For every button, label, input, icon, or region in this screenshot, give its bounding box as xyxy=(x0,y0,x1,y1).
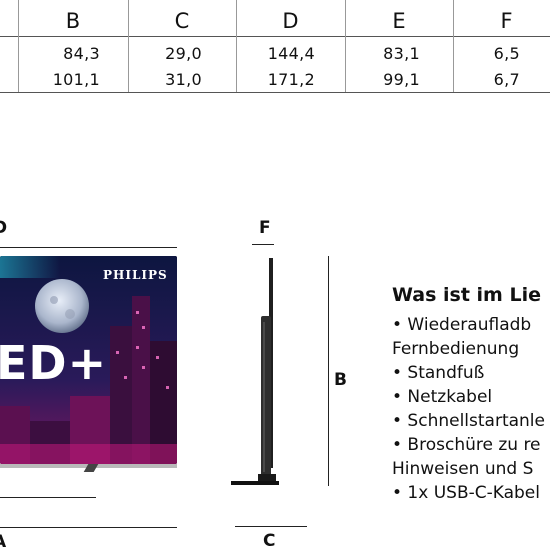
table-row: 101,1 31,0 171,2 99,1 6,7 xyxy=(0,64,550,95)
box-contents-item: • Wiederaufladb xyxy=(392,315,532,335)
box-contents-section: Was ist im Lie • Wiederaufladb Fernbedie… xyxy=(392,283,550,505)
front-dimension-label-a: A xyxy=(0,532,6,552)
table-divider xyxy=(0,92,550,93)
side-dimension-line-f xyxy=(252,244,274,245)
box-contents-item: • Netzkabel xyxy=(392,387,493,407)
table-cell: 99,1 xyxy=(383,70,420,89)
table-header-e: E xyxy=(392,9,406,33)
table-divider xyxy=(345,0,346,92)
side-dimension-line-c xyxy=(235,526,307,527)
table-row: 84,3 29,0 144,4 83,1 6,5 xyxy=(0,38,550,69)
table-divider xyxy=(453,0,454,92)
side-dimension-label-b: B xyxy=(334,370,347,390)
front-dimension-label-d: D xyxy=(0,218,8,238)
box-contents-item: • Standfuß xyxy=(392,363,485,383)
table-cell: 29,0 xyxy=(165,44,202,63)
table-header-b: B xyxy=(65,9,81,33)
screen-headline-text: ED+ xyxy=(0,336,108,390)
box-contents-item: • Broschüre zu re xyxy=(392,435,541,455)
side-dimension-label-f: F xyxy=(259,218,271,238)
tv-side-profile-drawing xyxy=(231,258,279,485)
tv-screen-illustration xyxy=(0,256,177,464)
table-divider xyxy=(128,0,129,92)
box-contents-title: Was ist im Lie xyxy=(392,284,541,306)
side-dimension-line-b xyxy=(328,256,329,486)
box-contents-item: Fernbedienung xyxy=(392,339,520,359)
front-dimension-line-e xyxy=(0,497,96,498)
philips-logo: PHILIPS xyxy=(103,268,168,282)
table-cell: 144,4 xyxy=(267,44,315,63)
table-header-row: B C D E F xyxy=(0,4,550,38)
table-cell: 171,2 xyxy=(267,70,315,89)
table-header-c: C xyxy=(174,9,190,33)
table-cell: 84,3 xyxy=(63,44,100,63)
table-header-d: D xyxy=(282,9,299,33)
table-cell: 101,1 xyxy=(52,70,100,89)
table-header-f: F xyxy=(500,9,513,33)
box-contents-item: • Schnellstartanle xyxy=(392,411,545,431)
box-contents-item: Hinweisen und S xyxy=(392,459,534,479)
front-dimension-line-d xyxy=(0,247,177,248)
tv-front-image: PHILIPS ED+ xyxy=(0,256,177,464)
table-divider xyxy=(0,36,550,37)
front-dimension-line-a xyxy=(0,527,177,528)
table-cell: 83,1 xyxy=(383,44,420,63)
side-dimension-label-c: C xyxy=(263,531,276,551)
dimensions-table: B C D E F 84,3 29,0 144,4 83,1 6,5 101,1… xyxy=(0,0,550,94)
box-contents-item: • 1x USB-C-Kabel xyxy=(392,483,540,503)
table-cell: 31,0 xyxy=(165,70,202,89)
table-cell: 6,5 xyxy=(493,44,520,63)
table-divider xyxy=(236,0,237,92)
table-cell: 6,7 xyxy=(493,70,520,89)
table-divider xyxy=(18,0,19,92)
